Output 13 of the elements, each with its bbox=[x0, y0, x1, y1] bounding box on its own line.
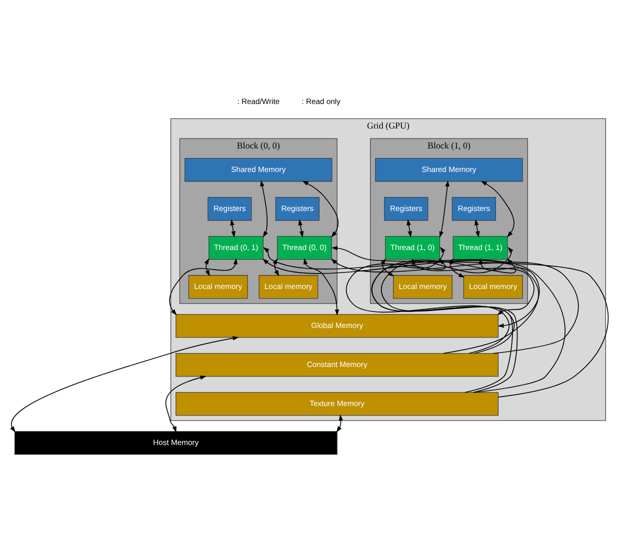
arrow bbox=[165, 375, 206, 432]
arrow bbox=[439, 180, 450, 238]
arrow bbox=[331, 245, 609, 397]
arrow bbox=[10, 336, 239, 432]
arrow bbox=[298, 218, 304, 237]
arrow bbox=[474, 218, 480, 237]
arrow bbox=[303, 258, 340, 316]
arrow bbox=[480, 180, 514, 237]
arrow bbox=[406, 218, 412, 237]
arrow bbox=[302, 180, 339, 237]
arrow bbox=[169, 258, 238, 315]
arrow bbox=[260, 180, 268, 237]
arrow bbox=[263, 246, 566, 392]
